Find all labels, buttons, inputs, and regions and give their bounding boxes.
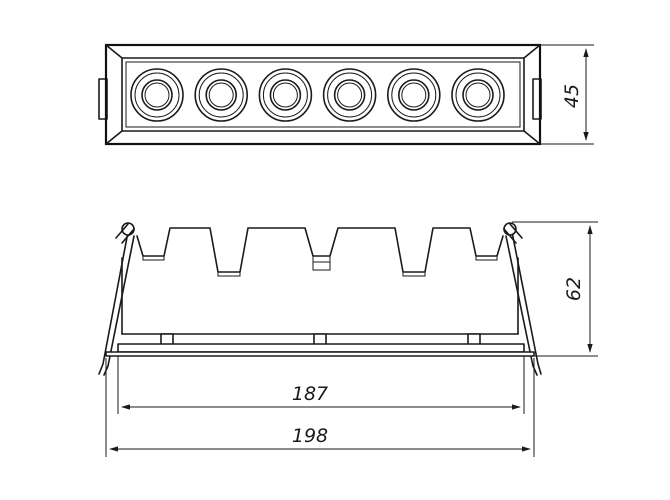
bottom-flange [117, 343, 525, 353]
lens-group [130, 68, 505, 122]
lens [258, 68, 313, 122]
top-view [98, 43, 542, 146]
dimension-62: 62 [512, 221, 598, 357]
lens [194, 68, 248, 122]
dimension-198: 198 [105, 358, 535, 457]
dimension-45-label: 45 [561, 84, 583, 108]
left-spring-arm [98, 231, 135, 376]
lens [322, 68, 377, 122]
bottom-bezel [105, 351, 535, 357]
top-inner-frame [121, 57, 525, 132]
dimension-45: 45 [540, 44, 594, 145]
dimension-62-label: 62 [563, 277, 585, 301]
lens [451, 68, 505, 122]
dimension-187-label: 187 [292, 383, 328, 405]
side-view [98, 222, 542, 376]
lens [386, 68, 441, 122]
right-spring-arm [505, 231, 542, 376]
dimension-198-label: 198 [292, 425, 328, 447]
housing-outline [136, 227, 504, 273]
dimension-187: 187 [117, 356, 525, 414]
top-outer-frame [104, 43, 542, 146]
lens [130, 68, 184, 122]
